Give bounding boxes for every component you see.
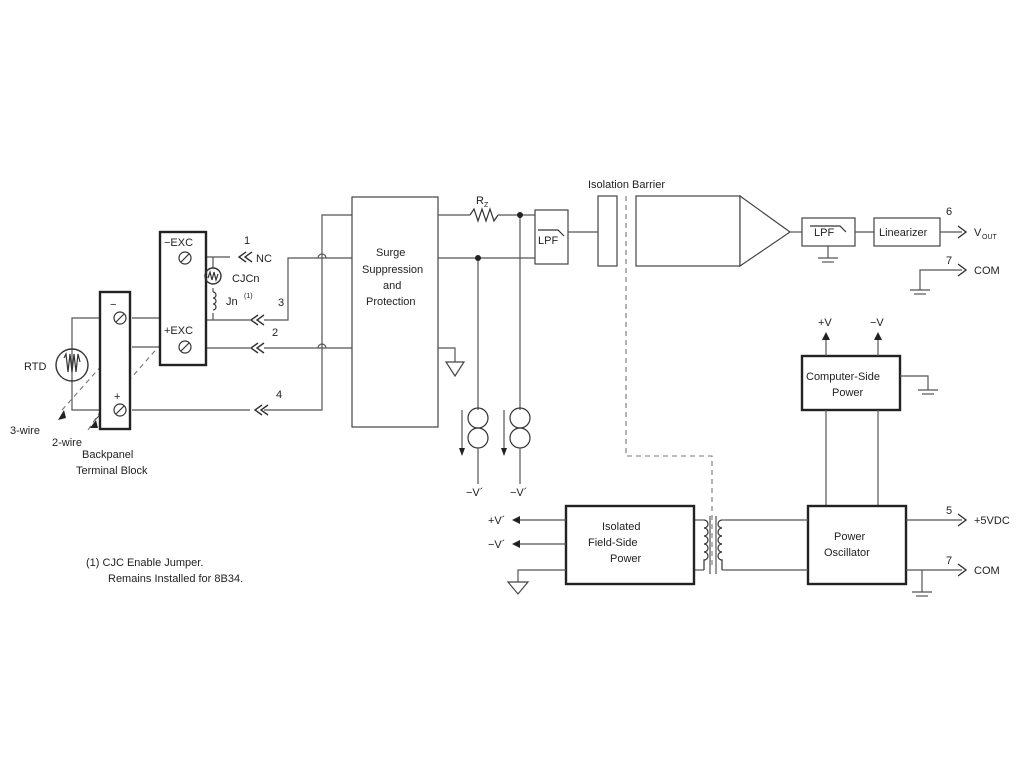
- isolation-barrier-block: [597, 195, 618, 267]
- rtd-label: RTD: [24, 361, 46, 373]
- output-lpf-block: [801, 217, 856, 247]
- vout-label: V: [974, 227, 982, 239]
- oscillator-label-line1: Power: [834, 531, 866, 543]
- vout-chevron: [957, 225, 968, 239]
- two-wire-arrow: [90, 420, 98, 428]
- oscillator-wiring: [726, 513, 968, 597]
- pin-2-label: 2: [272, 327, 278, 339]
- backpanel-label-line2: Terminal Block: [76, 465, 148, 477]
- junction-dot: [517, 212, 523, 218]
- surge-label-line1: Surge: [376, 247, 405, 259]
- amplifier-block: [635, 195, 741, 267]
- jumper-coil-symbol: [212, 291, 217, 311]
- pin-1-label: 1: [244, 235, 250, 247]
- surge-label-line2: Suppression: [362, 264, 423, 276]
- rtd-sensor-symbol: [55, 348, 89, 382]
- field-power-label-line2: Field-Side: [588, 537, 638, 549]
- nc-label: NC: [256, 253, 272, 265]
- jn-label: Jn: [226, 296, 238, 308]
- input-lpf-label: LPF: [538, 235, 558, 247]
- exc-terminal-block: [158, 230, 208, 367]
- three-wire-label: 3-wire: [10, 425, 40, 437]
- linearizer-label: Linearizer: [879, 227, 928, 239]
- three-wire-arrow: [58, 410, 66, 420]
- computer-power-label-line1: Computer-Side: [806, 371, 880, 383]
- cjcn-label: CJCn: [232, 273, 260, 285]
- vout-subscript: OUT: [982, 234, 998, 241]
- vdc-label: +5VDC: [974, 515, 1010, 527]
- pin-7-bottom-label: 7: [946, 555, 952, 567]
- field-power-label-line3: Power: [610, 553, 642, 565]
- isolated-field-side-power-block: [564, 504, 696, 586]
- computer-side-power-block: [800, 354, 902, 412]
- junction-dot: [475, 255, 481, 261]
- power-oscillator-block: [806, 504, 908, 586]
- com-bottom-label: COM: [974, 565, 1000, 577]
- oscillator-label-line2: Oscillator: [824, 547, 870, 559]
- surge-label-line4: Protection: [366, 296, 416, 308]
- pos-exc-label: +EXC: [164, 325, 193, 337]
- plus-v-field-label: +V´: [488, 515, 505, 527]
- com-top-label: COM: [974, 265, 1000, 277]
- input-lpf-block: [534, 209, 569, 265]
- current-source-1: [459, 407, 489, 484]
- neg-exc-label: −EXC: [164, 237, 193, 249]
- field-power-label-line1: Isolated: [602, 521, 641, 533]
- computer-power-label-line2: Power: [832, 387, 864, 399]
- signal-wiring: [438, 207, 598, 410]
- isolation-barrier-label: Isolation Barrier: [588, 179, 665, 191]
- computer-power-rails: [822, 332, 938, 506]
- cjc-sensor-symbol: [204, 267, 222, 285]
- pin-5-label: 5: [946, 505, 952, 517]
- linearizer-block: [873, 217, 941, 247]
- pin-7-top-label: 7: [946, 255, 952, 267]
- pin-4-label: 4: [276, 389, 282, 401]
- backpanel-label-line1: Backpanel: [82, 449, 133, 461]
- field-power-rails: [506, 516, 566, 595]
- pin-6-label: 6: [946, 206, 952, 218]
- minus-v-label: −V: [870, 317, 884, 329]
- footnote-line2: Remains Installed for 8B34.: [108, 573, 243, 585]
- two-wire-label: 2-wire: [52, 437, 82, 449]
- rz-subscript: Z: [484, 202, 489, 209]
- terminal-minus-label: −: [110, 299, 116, 311]
- com-top-wiring: [910, 263, 968, 295]
- minus-v-field-label: −V´: [488, 539, 505, 551]
- rz-label: R: [476, 195, 484, 207]
- footnote-line1: (1) CJC Enable Jumper.: [86, 557, 203, 569]
- current-source-2: [501, 407, 531, 484]
- pin-3-label: 3: [278, 297, 284, 309]
- terminal-plus-label: +: [114, 391, 120, 403]
- isolation-boundary-line: [625, 196, 713, 568]
- plus-v-label: +V: [818, 317, 832, 329]
- output-lpf-label: LPF: [814, 227, 834, 239]
- surge-label-line3: and: [383, 280, 401, 292]
- transformer-symbol: [694, 516, 726, 574]
- source-neg-v-label-2: −V´: [510, 487, 527, 499]
- lpf-ground-symbol: [818, 246, 838, 263]
- surge-suppression-block: [351, 196, 439, 428]
- surge-ground-symbol: [438, 347, 466, 378]
- source-neg-v-label-1: −V´: [466, 487, 483, 499]
- amplifier-triangle: [739, 194, 792, 268]
- jn-footnote-mark: (1): [244, 293, 253, 300]
